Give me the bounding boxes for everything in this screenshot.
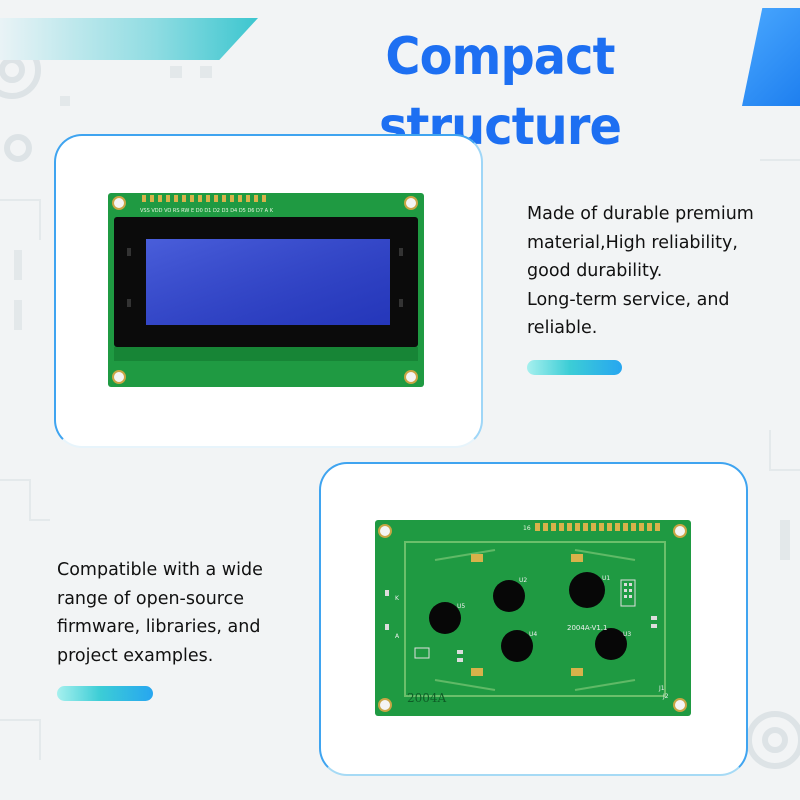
pin-pads <box>535 523 660 531</box>
chip-blob <box>493 580 525 612</box>
feature-line: Made of durable premium <box>527 204 754 224</box>
chip-label: U3 <box>623 631 631 638</box>
pin-number-label: 16 <box>523 525 531 532</box>
title-accent-band-left <box>0 18 258 60</box>
pcb-back <box>375 520 691 716</box>
lcd-front-image: VSS VDD VO RS RW E D0 D1 D2 D3 D4 D5 D6 … <box>108 193 424 387</box>
mount-hole <box>112 370 126 384</box>
feature-line: material,High reliability, <box>527 232 738 253</box>
chip-blob <box>501 630 533 662</box>
accent-pill <box>57 686 153 701</box>
feature-line: Compatible with a wide <box>57 560 263 580</box>
accent-pill <box>527 360 622 375</box>
mount-hole <box>112 196 126 210</box>
version-label: 2004A-V1.1 <box>567 624 608 632</box>
mount-hole <box>673 524 687 538</box>
mount-hole <box>378 524 392 538</box>
feature-line: range of open-source <box>57 588 244 609</box>
lcd-back-image: 16 U1 U2 U3 U4 U5 2004A-V1.1 K A J1 J2 2… <box>375 520 691 716</box>
model-label: 2004A <box>407 691 447 705</box>
chip-label: U4 <box>529 631 537 638</box>
chip-label: U1 <box>602 575 610 582</box>
page-title: Compact structure <box>378 27 622 157</box>
feature-text-compatibility: Compatible with a wide range of open-sou… <box>57 556 263 670</box>
feature-line: reliable. <box>527 318 598 338</box>
side-label: A <box>395 633 400 640</box>
chip-blob <box>569 572 605 608</box>
feature-line: firmware, libraries, and <box>57 617 261 637</box>
chip-label: U5 <box>457 603 465 610</box>
mount-hole <box>378 698 392 712</box>
pin-header <box>142 195 266 202</box>
feature-line: Long-term service, and <box>527 289 730 310</box>
chip-blob <box>595 628 627 660</box>
mount-hole <box>404 370 418 384</box>
feature-line: project examples. <box>57 645 214 666</box>
feature-line: good durability. <box>527 261 663 281</box>
side-label: J1 <box>658 685 665 692</box>
chip-label: U2 <box>519 577 527 584</box>
chip-blob <box>429 602 461 634</box>
feature-text-durability: Made of durable premium material,High re… <box>527 200 754 343</box>
mount-hole <box>673 698 687 712</box>
side-label: K <box>395 595 400 602</box>
mount-hole <box>404 196 418 210</box>
side-label: J2 <box>662 693 669 700</box>
pin-label: VSS VDD VO RS RW E D0 D1 D2 D3 D4 D5 D6 … <box>140 208 274 214</box>
